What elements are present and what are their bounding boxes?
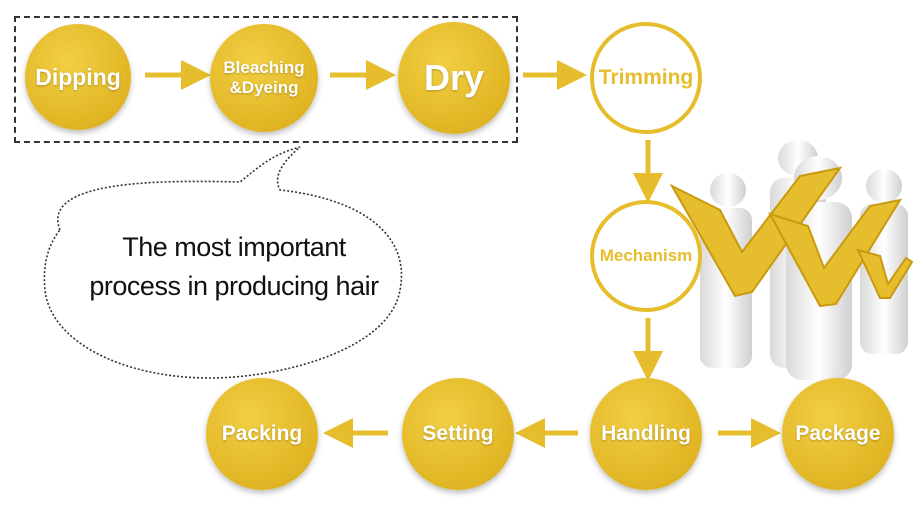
step-dry: Dry [398,22,510,134]
step-bleaching-label-line2: &Dyeing [229,78,299,97]
callout-line-2: process in producing hair [89,271,379,302]
step-dry-label: Dry [423,57,485,99]
key-steps-group-box [14,16,518,143]
speech-bubble [43,146,403,379]
step-packing-label: Packing [221,421,303,445]
step-handling-label: Handling [601,421,691,445]
step-mechanism: Mechanism [590,200,702,312]
step-setting-label: Setting [422,421,494,445]
callout-line-1: The most important [122,232,346,262]
step-package: Package [782,378,894,490]
step-dipping-label: Dipping [35,63,121,90]
step-trimming-label: Trimming [598,65,694,89]
step-package-label: Package [795,421,881,445]
step-setting: Setting [402,378,514,490]
step-bleaching-label-line1: Bleaching [223,58,305,78]
step-mechanism-label: Mechanism [599,246,693,266]
callout-text: The most important process in producing … [64,228,404,306]
step-handling: Handling [590,378,702,490]
step-dipping: Dipping [25,24,131,130]
step-packing: Packing [206,378,318,490]
step-bleaching-dyeing: Bleaching &Dyeing [210,24,318,132]
step-trimming: Trimming [590,22,702,134]
people-checkmark-illustration [669,140,914,380]
